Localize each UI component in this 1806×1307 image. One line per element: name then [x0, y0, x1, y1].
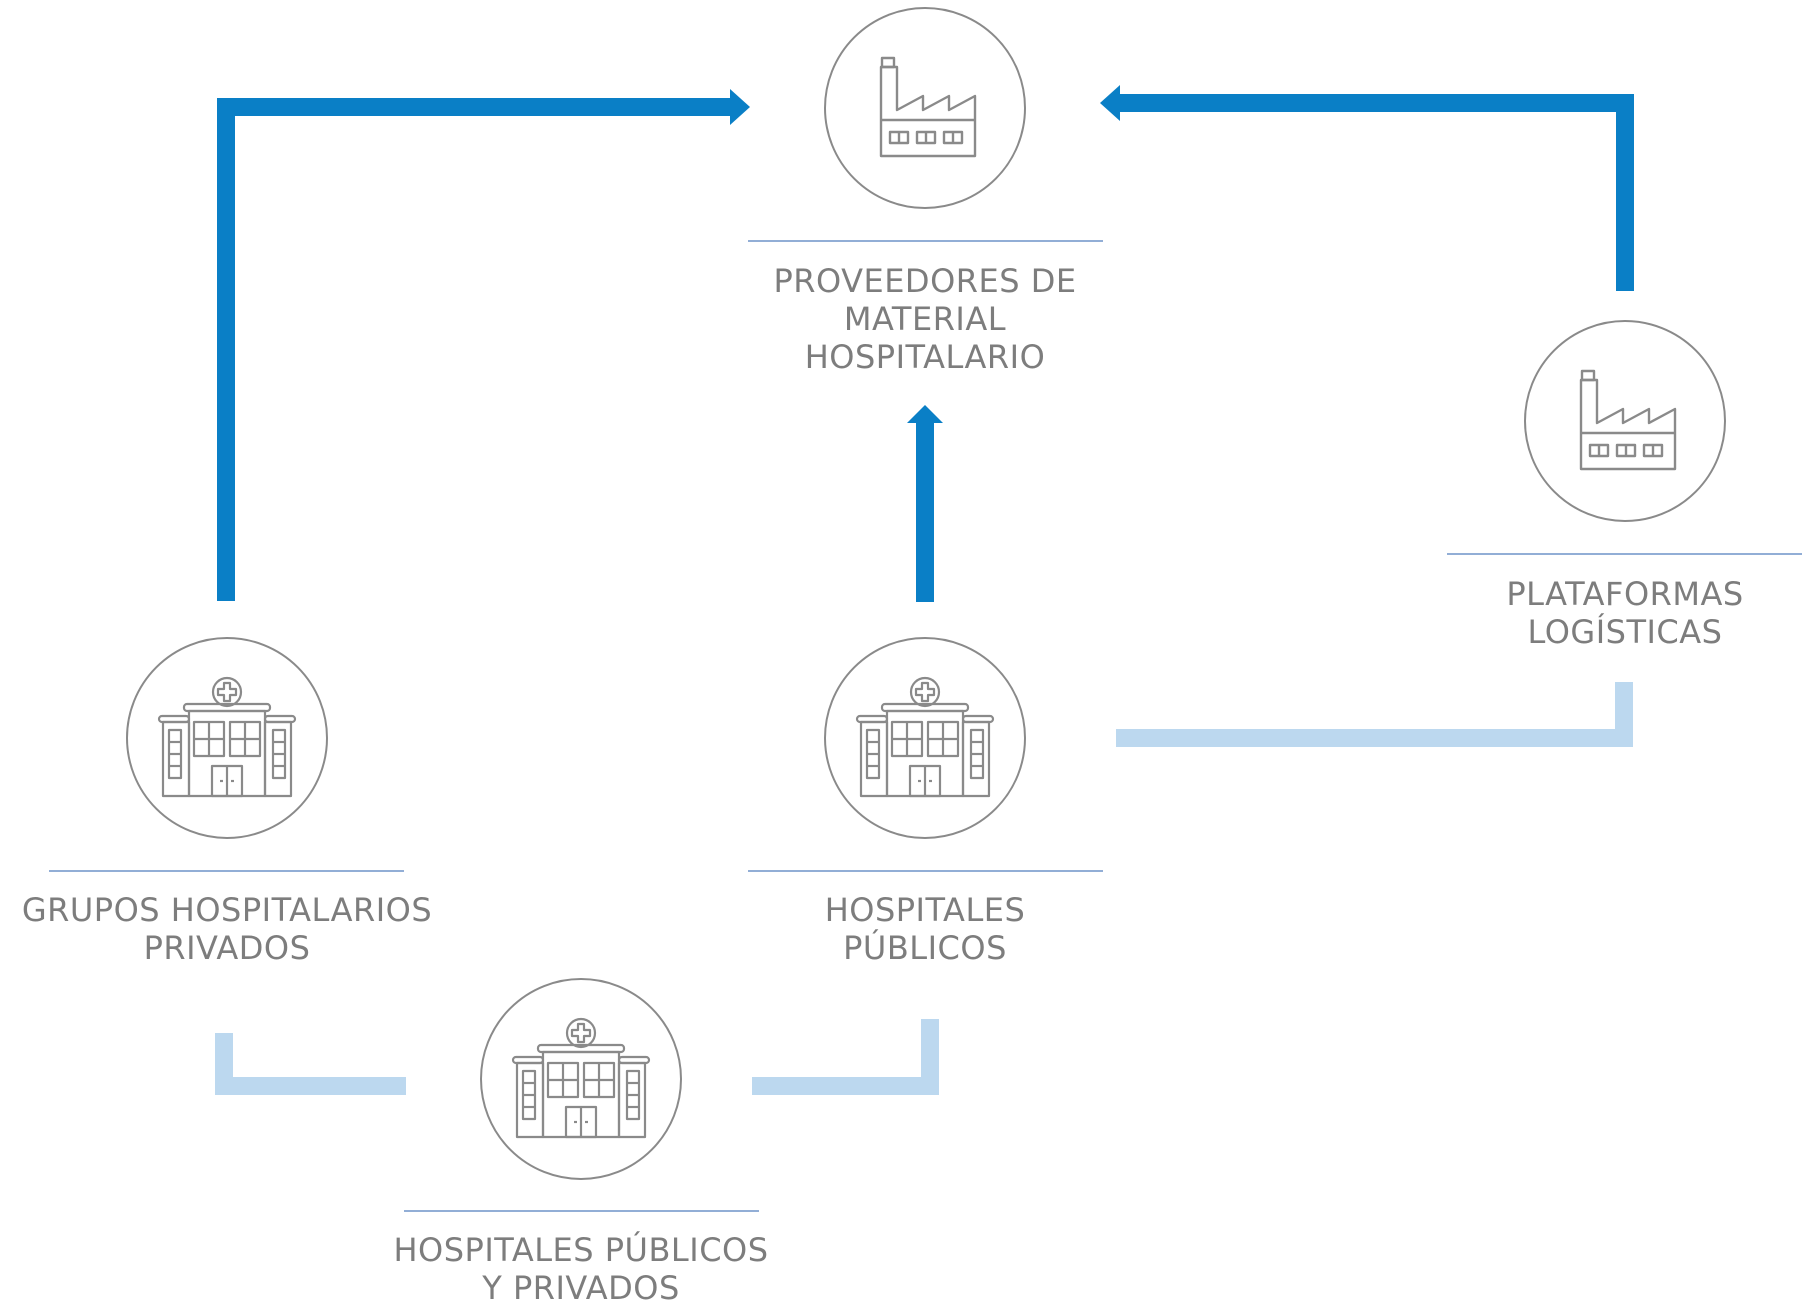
node-circle	[824, 637, 1026, 839]
label-line: LOGÍSTICAS	[1527, 613, 1723, 651]
label-grupos: GRUPOS HOSPITALARIOS PRIVADOS	[2, 891, 452, 967]
label-hospitales-mixtos: HOSPITALES PÚBLICOS Y PRIVADOS	[356, 1231, 806, 1307]
node-circle	[126, 637, 328, 839]
arrowhead-left	[1100, 85, 1120, 121]
flow-connectors-light	[215, 682, 1633, 1095]
arrowhead-right	[730, 89, 750, 125]
flow-plataformas-to-proveedores	[1120, 94, 1634, 291]
node-hospitales-mixtos	[404, 978, 759, 1212]
arrowhead-up	[907, 405, 943, 423]
connector-grupos-mixtos	[215, 1033, 406, 1095]
label-line: GRUPOS HOSPITALARIOS	[21, 891, 433, 929]
label-line: PROVEEDORES DE	[773, 262, 1077, 300]
label-proveedores: PROVEEDORES DE MATERIAL HOSPITALARIO	[725, 262, 1125, 376]
node-plataformas	[1447, 320, 1802, 555]
flow-grupos-to-proveedores	[217, 98, 730, 601]
connector-mixtos-publicos	[752, 1019, 939, 1095]
flow-publicos-to-proveedores	[916, 420, 934, 602]
label-line: HOSPITALES PÚBLICOS	[393, 1231, 769, 1269]
label-plataformas: PLATAFORMAS LOGÍSTICAS	[1425, 575, 1806, 651]
label-line: HOSPITALES	[824, 891, 1026, 929]
label-hospitales-publicos: HOSPITALES PÚBLICOS	[725, 891, 1125, 967]
label-line: PÚBLICOS	[843, 929, 1007, 967]
node-hospitales-publicos	[748, 637, 1103, 872]
label-line: HOSPITALARIO	[804, 338, 1046, 376]
label-line: MATERIAL	[843, 300, 1007, 338]
node-circle	[480, 978, 682, 1180]
node-proveedores	[748, 7, 1103, 242]
connector-publicos-plataformas	[1116, 682, 1633, 747]
flow-arrows-strong	[217, 85, 1634, 602]
label-line: PRIVADOS	[143, 929, 311, 967]
label-line: Y PRIVADOS	[482, 1269, 680, 1307]
label-line: PLATAFORMAS	[1506, 575, 1744, 613]
node-grupos	[49, 637, 404, 872]
